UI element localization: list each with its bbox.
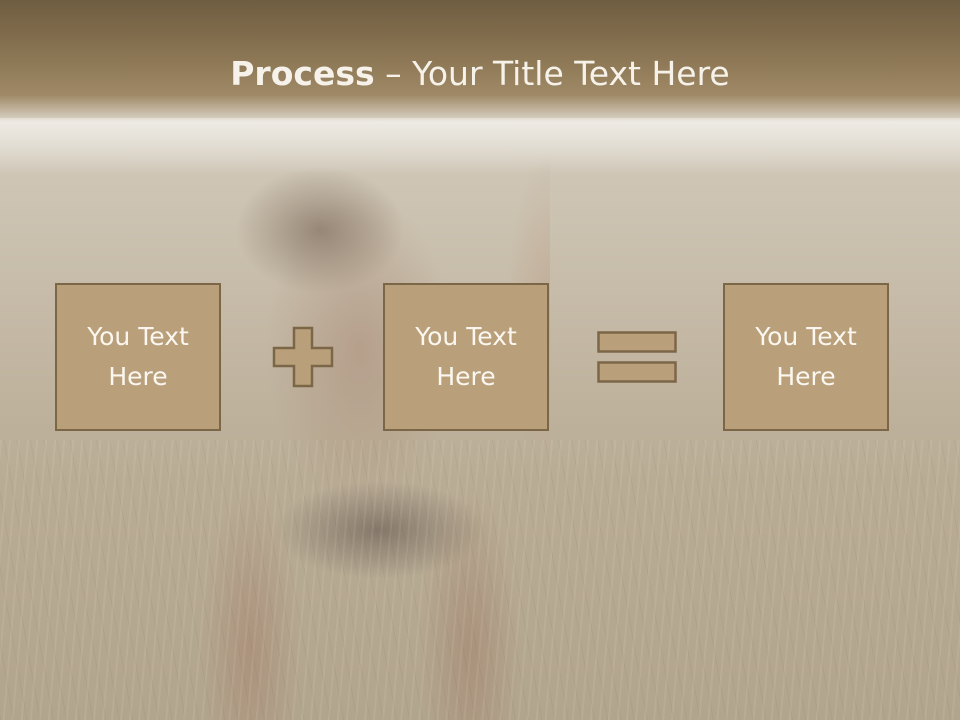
plus-icon [272, 326, 334, 388]
title-rest: – Your Title Text Here [374, 54, 730, 93]
title-bar [0, 0, 960, 122]
process-box-1: You Text Here [55, 283, 221, 431]
background-grass [0, 440, 960, 720]
equals-icon [597, 331, 677, 383]
process-box-3: You Text Here [723, 283, 889, 431]
slide-title: Process – Your Title Text Here [0, 54, 960, 94]
process-box-2: You Text Here [383, 283, 549, 431]
process-box-line2: Here [436, 362, 496, 391]
process-box-line1: You Text [87, 322, 189, 351]
title-bold: Process [230, 54, 375, 93]
process-box-line1: You Text [755, 322, 857, 351]
process-box-line2: Here [776, 362, 836, 391]
process-box-line2: Here [108, 362, 168, 391]
process-box-line1: You Text [415, 322, 517, 351]
